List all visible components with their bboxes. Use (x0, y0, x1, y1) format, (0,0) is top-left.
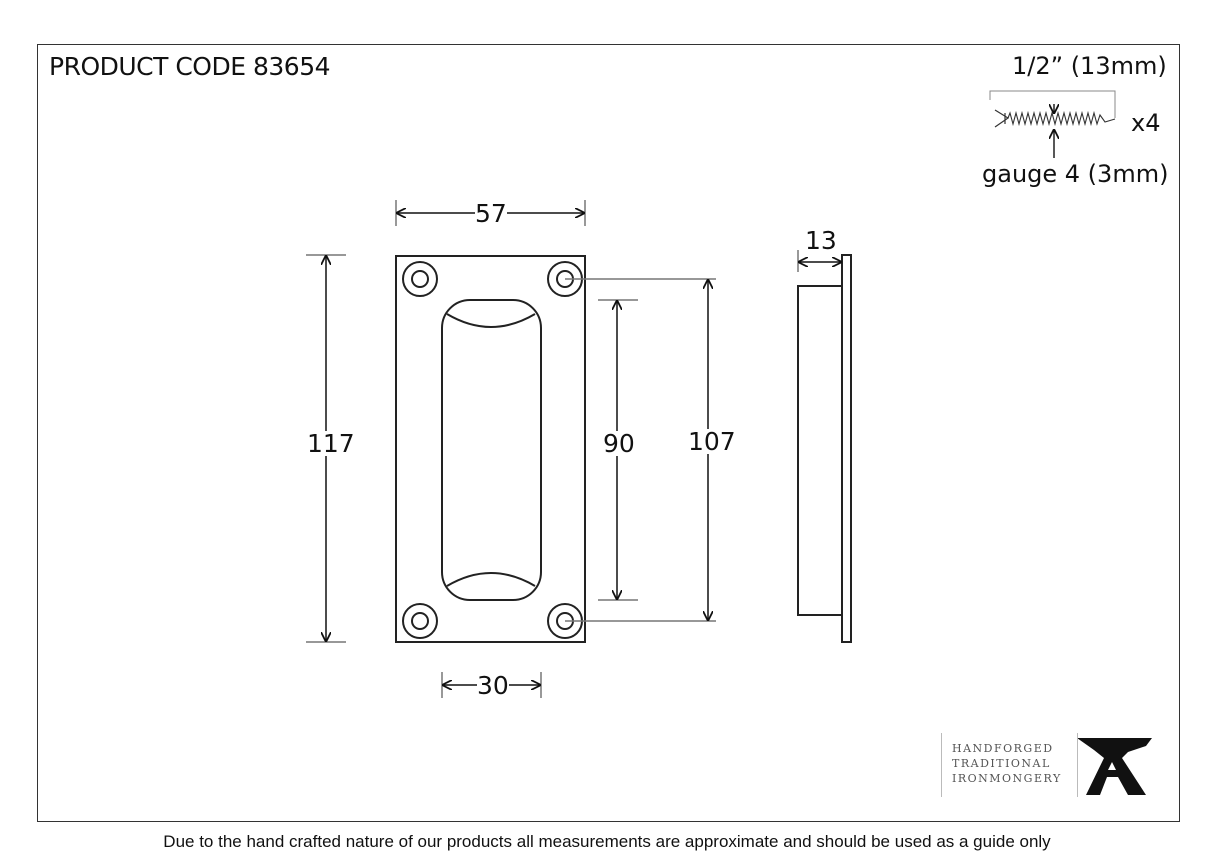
dimension-hole-centers: 107 (688, 427, 736, 456)
brand-line-3: IRONMONGERY (952, 772, 1062, 785)
handle-side-view (797, 254, 852, 643)
disclaimer: Due to the hand crafted nature of our pr… (163, 832, 1051, 851)
product-code: PRODUCT CODE 83654 (49, 52, 331, 81)
anvil-icon (1077, 738, 1152, 795)
drawing-frame (37, 44, 1180, 822)
brand-line-2: TRADITIONAL (952, 757, 1051, 770)
brand-block: HANDFORGED TRADITIONAL IRONMONGERY (941, 733, 1078, 797)
dimension-recess-height: 90 (603, 429, 635, 458)
screw-icon (989, 90, 1116, 158)
dimension-lines (306, 200, 841, 698)
dimension-width: 57 (475, 199, 507, 228)
dimension-height: 117 (307, 429, 355, 458)
screw-length-label: 1/2” (13mm) (1012, 52, 1167, 80)
screw-quantity-label: x4 (1131, 109, 1161, 137)
brand-line-1: HANDFORGED (952, 742, 1054, 755)
dimension-depth: 13 (805, 226, 837, 255)
screw-gauge-label: gauge 4 (3mm) (982, 160, 1169, 188)
handle-front-view (395, 255, 586, 643)
dimension-recess-width: 30 (477, 671, 509, 700)
brand-text: HANDFORGED TRADITIONAL IRONMONGERY (952, 741, 1062, 786)
